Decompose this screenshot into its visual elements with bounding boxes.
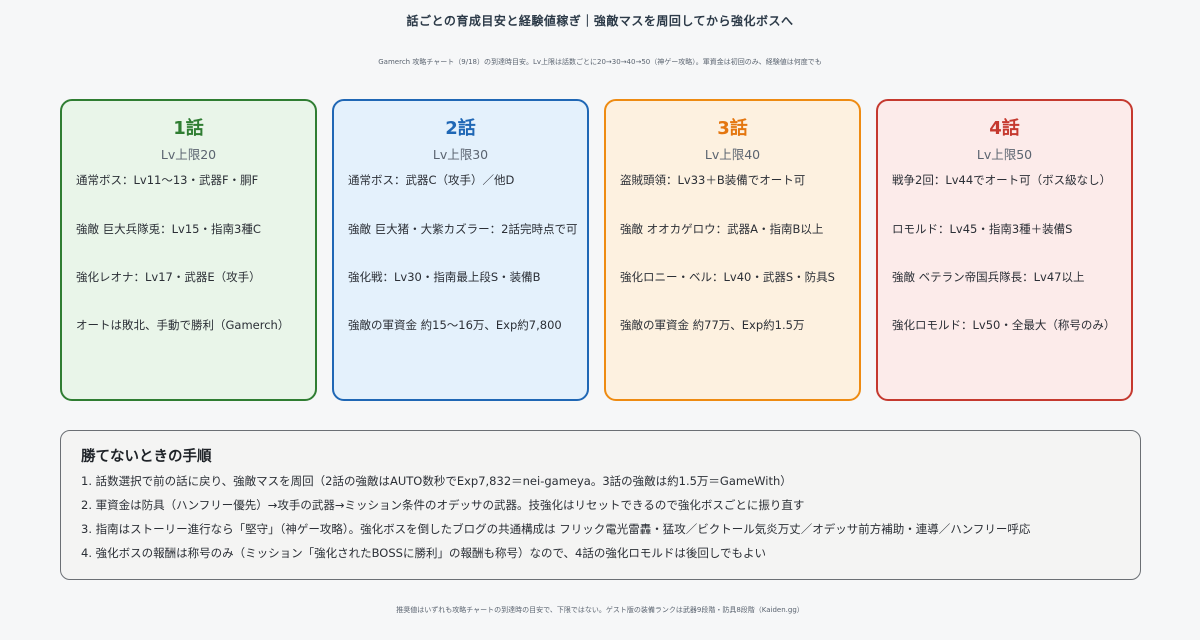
- page-title: 話ごとの育成目安と経験値稼ぎ｜強敵マスを周回してから強化ボスへ: [406, 14, 794, 28]
- chapter-title: 3話: [717, 118, 748, 139]
- card-line: 強化ロニー・ベル：Lv40・武器S・防具S: [620, 270, 835, 284]
- level-cap: Lv上限20: [160, 147, 217, 162]
- chapter-card-4: 4話 Lv上限50 戦争2回：Lv44でオート可（ボス級なし） ロモルド：Lv4…: [876, 99, 1133, 401]
- card-line: 強敵 オオカゲロウ：武器A・指南B以上: [620, 222, 824, 236]
- card-line: 強化戦：Lv30・指南最上段S・装備B: [348, 270, 541, 284]
- step-item: 2. 軍資金は防具（ハンフリー優先）→攻手の武器→ミッション条件のオデッサの武器…: [81, 498, 805, 512]
- card-line: オートは敗北、手動で勝利（Gamerch）: [76, 318, 290, 332]
- card-line: 強敵 巨大猪・大紫カズラー：2話完時点で可: [348, 222, 578, 236]
- card-line: 戦争2回：Lv44でオート可（ボス級なし）: [892, 173, 1112, 187]
- card-line: 強敵 巨大兵隊兎：Lv15・指南3種C: [76, 222, 261, 236]
- step-item: 3. 指南はストーリー進行なら「堅守」（神ゲー攻略）。強化ボスを倒したブログの共…: [81, 522, 1031, 536]
- card-line: 強敵の軍資金 約15〜16万、Exp約7,800: [348, 318, 562, 332]
- card-line: ロモルド：Lv45・指南3種＋装備S: [892, 222, 1073, 236]
- card-line: 通常ボス：Lv11〜13・武器F・胴F: [76, 173, 259, 187]
- steps-title: 勝てないときの手順: [81, 449, 212, 465]
- step-item: 4. 強化ボスの報酬は称号のみ（ミッション「強化されたBOSSに勝利」の報酬も称…: [81, 546, 766, 560]
- card-line: 強化レオナ：Lv17・武器E（攻手）: [76, 270, 261, 284]
- card-line: 通常ボス：武器C（攻手）／他D: [348, 173, 515, 187]
- chapter-title: 1話: [173, 118, 204, 139]
- card-line: 盗賊頭領：Lv33＋B装備でオート可: [620, 173, 806, 187]
- chapter-card-3: 3話 Lv上限40 盗賊頭領：Lv33＋B装備でオート可 強敵 オオカゲロウ：武…: [604, 99, 861, 401]
- step-item: 1. 話数選択で前の話に戻り、強敵マスを周回（2話の強敵はAUTO数秒でExp7…: [81, 474, 792, 488]
- card-line: 強敵 ベテラン帝国兵隊長：Lv47以上: [892, 270, 1085, 284]
- level-cap: Lv上限50: [976, 147, 1033, 162]
- chapter-card-1: 1話 Lv上限20 通常ボス：Lv11〜13・武器F・胴F 強敵 巨大兵隊兎：L…: [60, 99, 317, 401]
- chapter-title: 4話: [989, 118, 1020, 139]
- steps-panel: 勝てないときの手順 1. 話数選択で前の話に戻り、強敵マスを周回（2話の強敵はA…: [60, 430, 1141, 580]
- card-line: 強敵の軍資金 約77万、Exp約1.5万: [620, 318, 805, 332]
- card-line: 強化ロモルド：Lv50・全最大（称号のみ）: [892, 318, 1116, 332]
- chapter-title: 2話: [445, 118, 476, 139]
- level-cap: Lv上限40: [704, 147, 761, 162]
- footer-note: 推奨値はいずれも攻略チャートの到達時の目安で、下限ではない。ゲスト版の装備ランク…: [396, 606, 804, 614]
- chapter-card-2: 2話 Lv上限30 通常ボス：武器C（攻手）／他D 強敵 巨大猪・大紫カズラー：…: [332, 99, 589, 401]
- level-cap: Lv上限30: [432, 147, 489, 162]
- page-subtitle: Gamerch 攻略チャート（9/18）の到達時目安。Lv上限は話数ごとに20→…: [378, 58, 822, 66]
